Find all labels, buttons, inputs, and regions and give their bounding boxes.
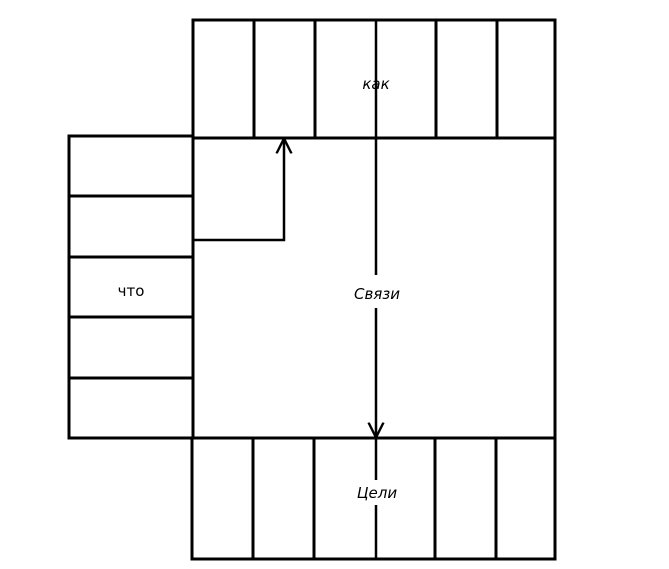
left-block-label: что: [118, 282, 145, 300]
top-block-label: как: [362, 75, 389, 93]
bottom-block-frame: [190, 436, 557, 561]
center-block-label: Связи: [354, 285, 400, 303]
feedback-arrow: [193, 140, 284, 242]
bottom-block: [190, 436, 557, 561]
bottom-block-label: Цели: [357, 484, 397, 502]
